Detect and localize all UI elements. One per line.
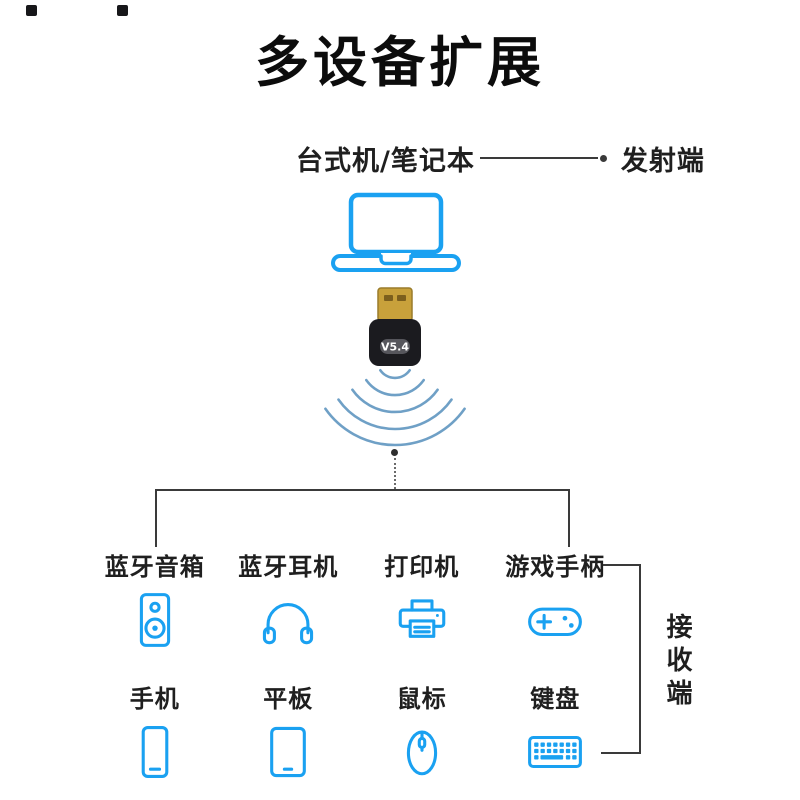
usb-bluetooth-dongle-icon: V5.4	[360, 286, 430, 372]
device-printer: 打印机	[355, 547, 489, 649]
device-row-1: 蓝牙音箱 蓝牙耳机 打印机	[88, 547, 622, 649]
device-label: 鼠标	[396, 685, 447, 713]
headphones-icon	[259, 591, 317, 649]
page-title: 多设备扩展	[255, 31, 545, 94]
phone-icon	[126, 723, 184, 781]
connector-dot	[599, 154, 607, 162]
device-label: 平板	[263, 685, 314, 713]
device-keyboard: 键盘	[489, 679, 623, 781]
device-label: 蓝牙耳机	[238, 553, 339, 581]
receiver-role-label: 接收端	[662, 613, 692, 712]
device-label: 键盘	[530, 685, 581, 713]
receiver-bracket-top	[603, 564, 639, 566]
keyboard-icon	[526, 723, 584, 781]
device-label: 蓝牙音箱	[104, 553, 205, 581]
mouse-icon	[393, 723, 451, 781]
transmitter-role-label: 发射端	[620, 145, 705, 177]
source-device-label: 台式机/笔记本	[296, 145, 475, 177]
branch-line-horizontal	[155, 489, 569, 491]
device-game-controller: 游戏手柄	[489, 547, 623, 649]
speaker-icon	[126, 591, 184, 649]
device-bluetooth-speaker: 蓝牙音箱	[88, 547, 222, 649]
device-phone: 手机	[88, 679, 222, 781]
printer-icon	[393, 591, 451, 649]
link-dot	[391, 449, 398, 456]
device-mouse: 鼠标	[355, 679, 489, 781]
watermark-mark	[26, 5, 37, 16]
receiver-bracket-bottom	[601, 752, 639, 754]
branch-line-right	[568, 489, 570, 547]
device-label: 手机	[129, 685, 180, 713]
device-tablet: 平板	[222, 679, 356, 781]
connector-line	[479, 157, 598, 159]
device-label: 打印机	[384, 553, 460, 581]
gamepad-icon	[526, 591, 584, 649]
watermark-mark	[117, 5, 128, 16]
dongle-version-label: V5.4	[381, 341, 409, 354]
device-label: 游戏手柄	[505, 553, 606, 581]
transmitter-row: 台式机/笔记本 发射端	[296, 141, 705, 177]
dotted-link-line	[394, 458, 396, 489]
signal-waves-icon	[312, 360, 478, 456]
branch-line-left	[155, 489, 157, 547]
device-bluetooth-headphones: 蓝牙耳机	[222, 547, 356, 649]
device-row-2: 手机 平板 鼠标	[88, 679, 622, 781]
laptop-icon	[330, 192, 462, 280]
tablet-icon	[259, 723, 317, 781]
receiver-bracket-vertical	[639, 564, 641, 754]
